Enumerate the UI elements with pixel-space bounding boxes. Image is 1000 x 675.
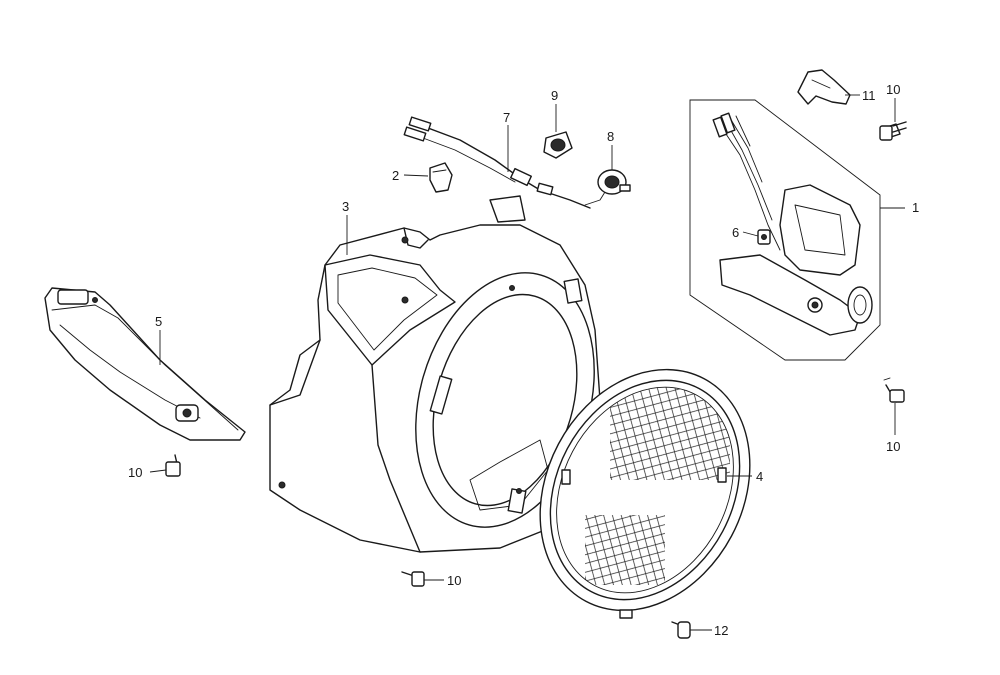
grommet-part — [543, 131, 573, 159]
clip-part — [429, 162, 453, 193]
wire-lead-part — [403, 116, 591, 209]
mesh-screen-part — [539, 368, 751, 619]
callout-8: 8 — [607, 129, 614, 144]
bolt-bottom — [401, 571, 425, 587]
clamp-part — [797, 69, 851, 105]
leader-lines — [149, 94, 905, 631]
screw-bottom — [671, 621, 691, 639]
bolt-right — [883, 377, 905, 403]
callout-10-top-right: 10 — [886, 82, 900, 97]
callout-10-bottom: 10 — [447, 573, 461, 588]
guide-bracket-part — [44, 287, 246, 441]
callout-9: 9 — [551, 88, 558, 103]
callout-7: 7 — [503, 110, 510, 125]
callout-12: 12 — [714, 623, 728, 638]
callout-1: 1 — [912, 200, 919, 215]
callout-6: 6 — [732, 225, 739, 240]
callout-labels: 1 2 3 4 5 6 7 8 9 10 10 10 10 11 12 — [128, 82, 919, 638]
callout-5: 5 — [155, 314, 162, 329]
callout-10-right: 10 — [886, 439, 900, 454]
sensor-part — [584, 169, 631, 206]
callout-11: 11 — [862, 88, 876, 103]
assembly-group-part — [689, 99, 881, 361]
bolt-left — [165, 454, 181, 477]
callout-2: 2 — [392, 168, 399, 183]
bolt-top-right — [879, 121, 907, 141]
callout-4: 4 — [756, 469, 763, 484]
callout-3: 3 — [342, 199, 349, 214]
callout-10-left: 10 — [128, 465, 142, 480]
